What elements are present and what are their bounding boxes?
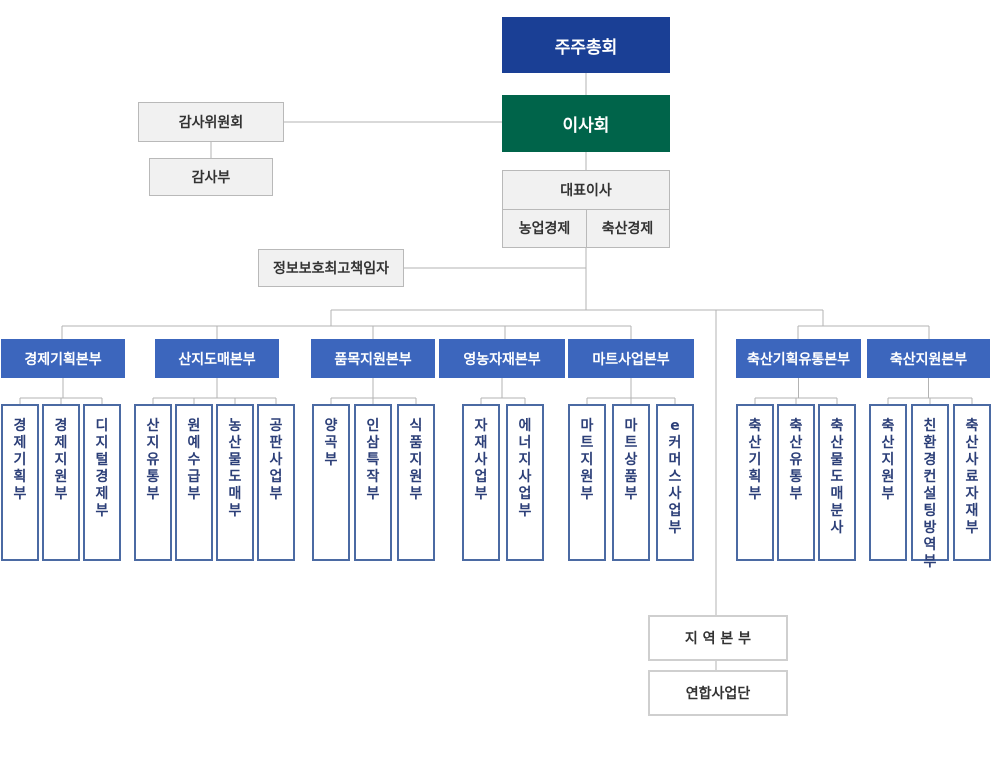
unit-label: 축산유통부 xyxy=(789,418,803,502)
division-header: 경제기획본부 xyxy=(1,339,125,378)
unit-label: 축산물도매분사 xyxy=(830,418,844,536)
ceo-agri-economy-label: 농업경제 xyxy=(503,209,587,247)
unit-box: 농산물도매부 xyxy=(216,404,254,561)
unit-label: 공판사업부 xyxy=(269,418,283,502)
unit-label: 축산기획부 xyxy=(748,418,762,502)
unit-box: 마트상품부 xyxy=(612,404,650,561)
unit-box: 자재사업부 xyxy=(462,404,500,561)
unit-box: 축산물도매분사 xyxy=(818,404,856,561)
division-header: 품목지원본부 xyxy=(311,339,435,378)
audit-committee-box: 감사위원회 xyxy=(138,102,284,142)
unit-label: 인삼특작부 xyxy=(366,418,380,502)
unit-box: 식품지원부 xyxy=(397,404,435,561)
division-header: 산지도매본부 xyxy=(155,339,279,378)
unit-box: 축산유통부 xyxy=(777,404,815,561)
unit-label: 산지유통부 xyxy=(146,418,160,502)
unit-box: 축산기획부 xyxy=(736,404,774,561)
unit-box: 축산지원부 xyxy=(869,404,907,561)
unit-box: 산지유통부 xyxy=(134,404,172,561)
unit-box: 축산사료자재부 xyxy=(953,404,991,561)
unit-box: 공판사업부 xyxy=(257,404,295,561)
unit-box: e커머스사업부 xyxy=(656,404,694,561)
unit-label: 경제지원부 xyxy=(54,418,68,502)
ciso-box: 정보보호최고책임자 xyxy=(258,249,404,287)
unit-label: 자재사업부 xyxy=(474,418,488,502)
unit-label: e커머스사업부 xyxy=(668,418,682,536)
unit-label: 축산지원부 xyxy=(881,418,895,502)
ceo-label: 대표이사 xyxy=(503,171,669,210)
unit-label: 에너지사업부 xyxy=(518,418,532,519)
regional-headquarters-box: 지 역 본 부 xyxy=(648,615,788,661)
board-of-directors-box: 이사회 xyxy=(502,95,670,152)
unit-label: 양곡부 xyxy=(324,418,338,468)
unit-box: 인삼특작부 xyxy=(354,404,392,561)
unit-label: 마트지원부 xyxy=(580,418,594,502)
division-header: 축산지원본부 xyxy=(867,339,990,378)
division-header: 마트사업본부 xyxy=(568,339,694,378)
unit-box: 양곡부 xyxy=(312,404,350,561)
audit-department-box: 감사부 xyxy=(149,158,273,196)
ceo-box: 대표이사 농업경제 축산경제 xyxy=(502,170,670,248)
unit-label: 농산물도매부 xyxy=(228,418,242,519)
unit-label: 원예수급부 xyxy=(187,418,201,502)
unit-label: 축산사료자재부 xyxy=(965,418,979,536)
division-header: 축산기획유통본부 xyxy=(736,339,861,378)
unit-box: 원예수급부 xyxy=(175,404,213,561)
unit-label: 경제기획부 xyxy=(13,418,27,502)
division-header: 영농자재본부 xyxy=(439,339,565,378)
shareholders-meeting-box: 주주총회 xyxy=(502,17,670,73)
unit-box: 경제지원부 xyxy=(42,404,80,561)
ceo-livestock-economy-label: 축산경제 xyxy=(601,221,654,237)
unit-box: 경제기획부 xyxy=(1,404,39,561)
unit-box: 친환경컨설팅방역부 xyxy=(911,404,949,570)
unit-label: 식품지원부 xyxy=(409,418,423,502)
unit-label: 친환경컨설팅방역부 xyxy=(923,418,937,570)
unit-box: 마트지원부 xyxy=(568,404,606,561)
unit-label: 디지털경제부 xyxy=(95,418,109,519)
unit-label: 마트상품부 xyxy=(624,418,638,502)
joint-business-group-box: 연합사업단 xyxy=(648,670,788,716)
unit-box: 에너지사업부 xyxy=(506,404,544,561)
unit-box: 디지털경제부 xyxy=(83,404,121,561)
